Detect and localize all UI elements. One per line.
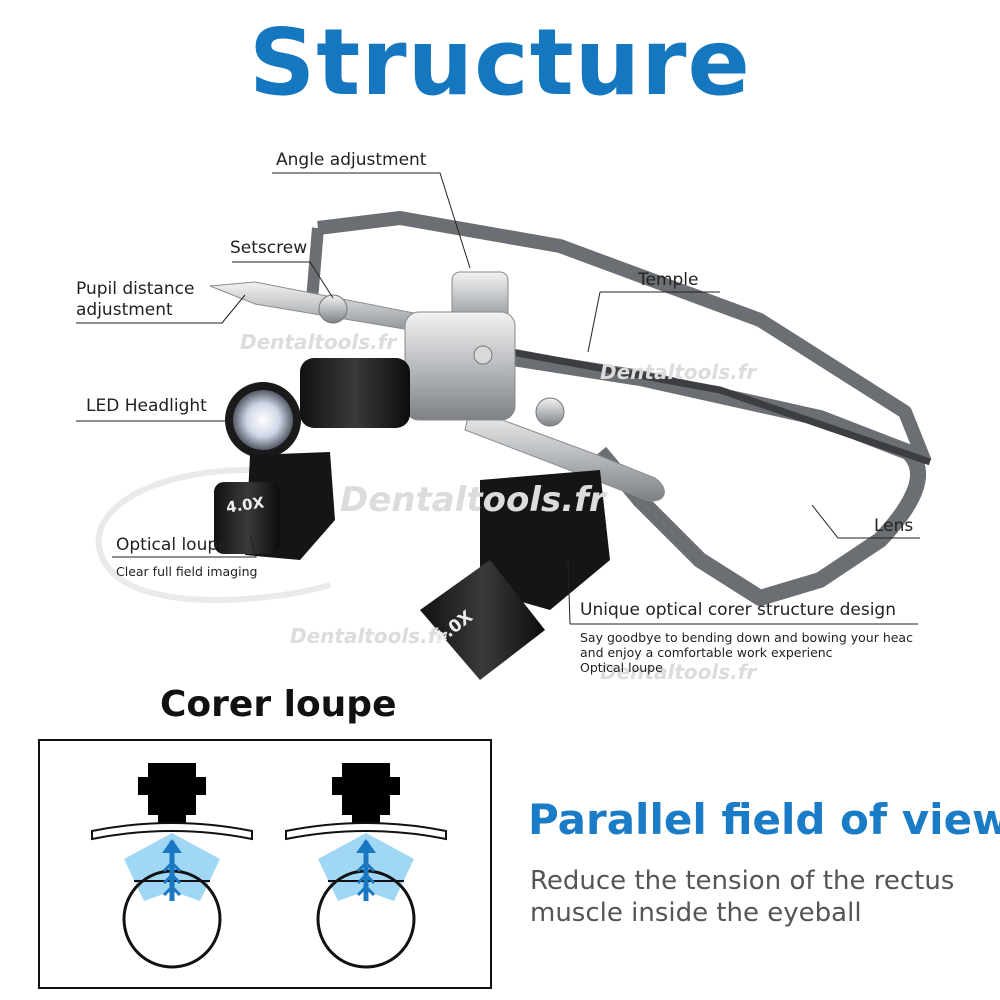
label-optical-loupe: Optical loupe	[116, 535, 229, 555]
watermark: Dentaltools.fr	[600, 660, 757, 684]
eye-diagram-right	[285, 763, 447, 969]
glasses-frame	[306, 211, 932, 606]
label-led-headlight: LED Headlight	[86, 396, 207, 416]
label-pupil-distance-2: adjustment	[76, 300, 173, 320]
corer-diagram-svg	[91, 763, 447, 969]
label-unique-sub-2: and enjoy a comfortable work experienc	[580, 645, 833, 660]
page-title: Structure	[249, 9, 751, 116]
right-eyepiece	[420, 470, 610, 680]
led-headlight	[225, 358, 410, 458]
left-eyepiece	[214, 452, 335, 560]
label-unique-design: Unique optical corer structure design	[580, 600, 897, 620]
parallel-field-desc-2: muscle inside the eyeball	[530, 898, 862, 928]
label-optical-loupe-sub: Clear full field imaging	[116, 564, 258, 579]
corer-loupe-title: Corer loupe	[160, 684, 397, 725]
label-angle-adjustment: Angle adjustment	[276, 150, 427, 170]
label-pupil-distance: Pupil distance	[76, 279, 195, 299]
cable	[95, 467, 331, 603]
label-unique-sub-1: Say goodbye to bending down and bowing y…	[580, 630, 913, 645]
label-temple: Temple	[638, 270, 699, 290]
bridge-mount	[404, 271, 516, 421]
label-setscrew: Setscrew	[230, 238, 308, 258]
parallel-field-desc-1: Reduce the tension of the rectus	[530, 866, 955, 896]
watermark: Dentaltools.fr	[600, 360, 757, 384]
parallel-field-title: Parallel field of view	[528, 795, 1000, 844]
corer-loupe-diagram	[38, 739, 492, 989]
leader-lines	[76, 172, 920, 625]
label-lens: Lens	[874, 516, 914, 536]
watermark: Dentaltools.fr	[340, 480, 606, 520]
label-unique-sub-3: Optical loupe	[580, 660, 663, 675]
eye-diagram-left	[91, 763, 253, 969]
watermark: Dentaltools.fr	[240, 330, 397, 354]
watermark: Dentaltools.fr	[290, 624, 447, 648]
